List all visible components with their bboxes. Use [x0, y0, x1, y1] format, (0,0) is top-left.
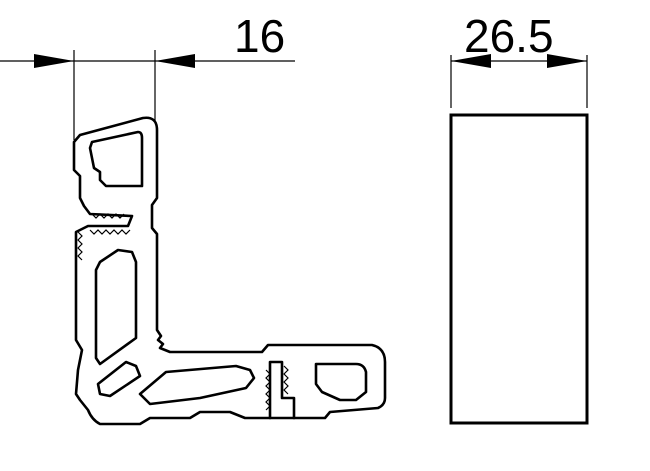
- profile-outer-contour: [72, 116, 387, 426]
- profile-serration-foot: [265, 365, 289, 411]
- profile-horizontal-cavity: [138, 364, 256, 406]
- profile-threaded-slot: [268, 360, 296, 420]
- profile-serration-top: [91, 213, 125, 219]
- profile-corner-cavity: [96, 360, 142, 398]
- profile-right-cavity: [314, 362, 368, 402]
- dimension-16: 16: [0, 10, 295, 140]
- dimension-26-5: 26.5: [450, 10, 588, 108]
- profile-top-cavity: [88, 130, 144, 188]
- dim-26-arrow-left: [451, 54, 491, 68]
- dim-16-arrow-left: [34, 54, 74, 68]
- dim-16-arrow-right: [155, 54, 195, 68]
- dim-26-label: 26.5: [464, 10, 554, 62]
- profile-vertical-cavity: [94, 248, 138, 366]
- profile-serration-web: [89, 229, 131, 235]
- l-profile-section: [72, 116, 387, 426]
- side-view-rectangle: [449, 113, 589, 425]
- dim-16-label: 16: [234, 10, 285, 62]
- profile-serration-left: [77, 231, 83, 261]
- dim-26-arrow-right: [547, 54, 587, 68]
